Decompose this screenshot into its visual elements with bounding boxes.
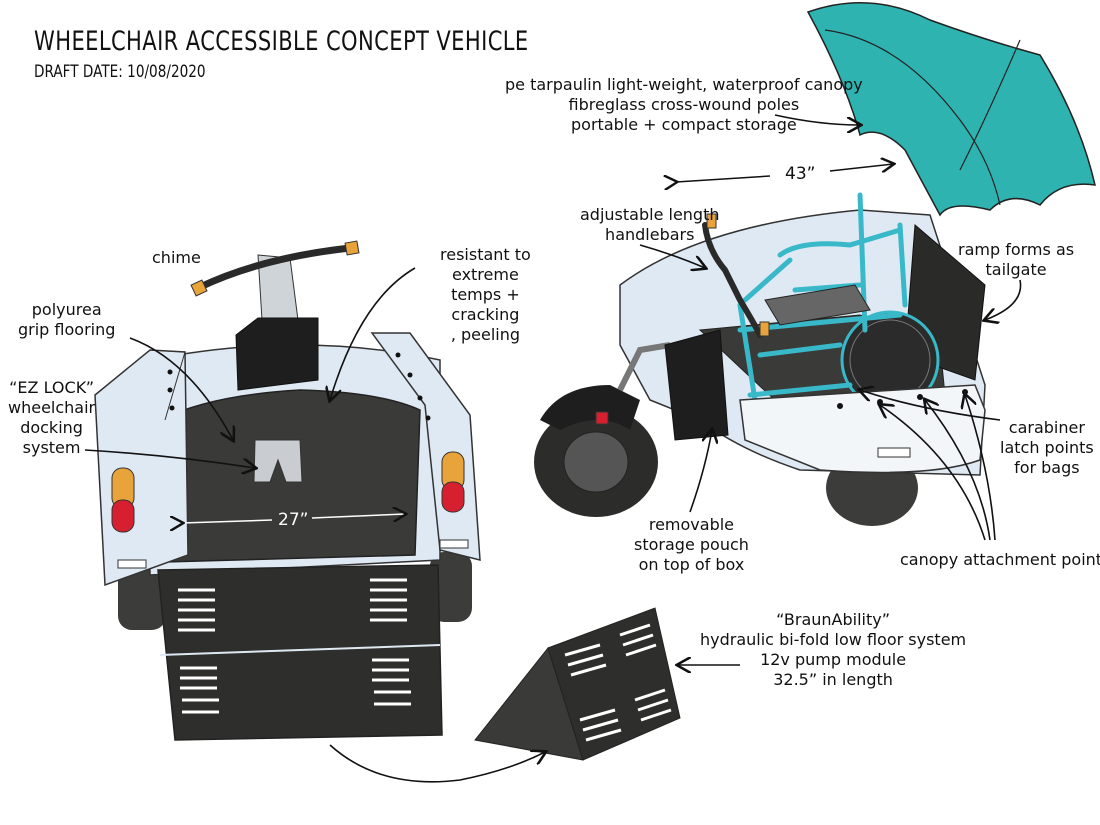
bifold-ramp-detail <box>474 607 681 761</box>
rear-wheel-left <box>118 560 166 630</box>
label-storage-pouch: removable storage pouch on top of box <box>634 515 749 574</box>
handlebar <box>194 244 354 292</box>
panel-latch-dots <box>167 352 431 421</box>
storage-box <box>235 317 319 391</box>
page-title: WHEELCHAIR ACCESSIBLE CONCEPT VEHICLE <box>34 26 529 57</box>
tail-light-left <box>111 467 135 533</box>
plate-left <box>117 559 147 569</box>
plate-right <box>439 539 469 549</box>
side-handlebar <box>702 222 763 338</box>
label-chime: chime <box>152 248 201 267</box>
wheelchair <box>737 192 940 410</box>
label-polyurea-flooring: polyurea grip flooring <box>18 300 116 339</box>
label-handlebars: adjustable length handlebars <box>580 205 720 244</box>
side-view-vehicle <box>534 1 1096 526</box>
label-ramp-tailgate: ramp forms as tailgate <box>958 240 1075 279</box>
label-canopy: pe tarpaulin light-weight, waterproof ca… <box>505 75 863 134</box>
rear-wheel-right <box>430 552 472 622</box>
dimension-27: 27” <box>278 510 309 530</box>
ramp-grip-slots <box>178 578 411 714</box>
label-ez-lock: “EZ LOCK” wheelchair docking system <box>8 378 96 457</box>
ez-lock-dock <box>253 439 303 483</box>
label-canopy-attachment: canopy attachment points <box>900 550 1100 569</box>
front-fender <box>540 385 640 430</box>
leader-arrows <box>84 114 1022 783</box>
tail-light-right <box>441 451 465 513</box>
label-braunability: “BraunAbility” hydraulic bi-fold low flo… <box>700 610 967 689</box>
left-side-panel <box>94 349 189 587</box>
storage-pouch <box>664 329 729 441</box>
label-resistant: resistant to extreme temps + cracking , … <box>440 245 531 344</box>
dimension-43: 43” <box>785 164 816 184</box>
rear-view-vehicle <box>94 240 481 741</box>
label-carabiner: carabiner latch points for bags <box>1000 418 1094 477</box>
draft-date: DRAFT DATE: 10/08/2020 <box>34 62 206 82</box>
